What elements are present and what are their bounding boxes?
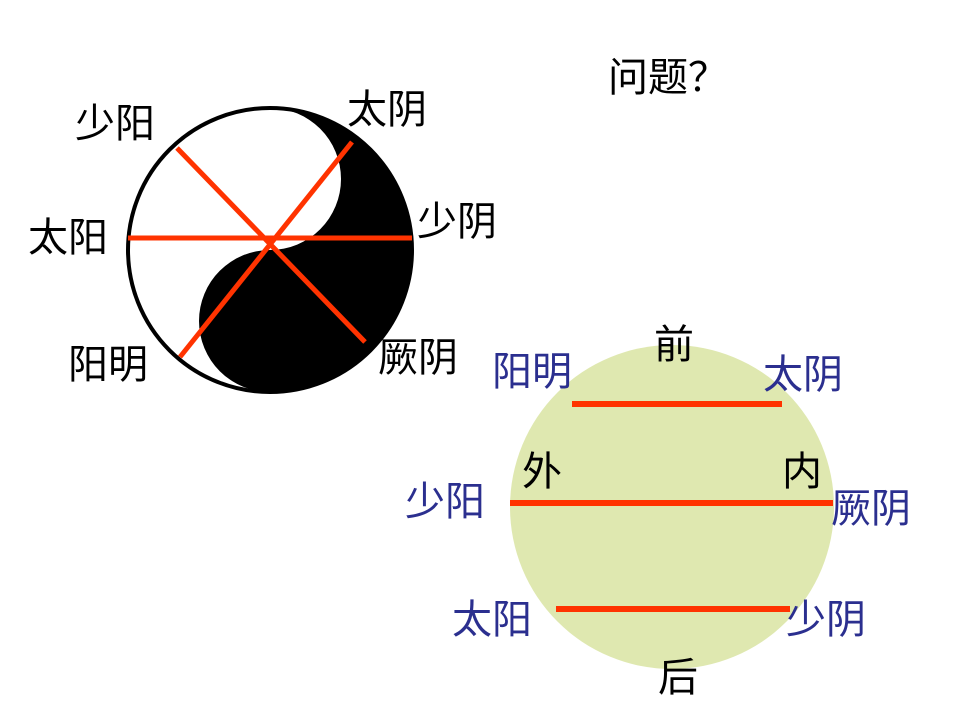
- page-title: 问题？: [608, 55, 728, 101]
- round-label-back: 后: [658, 655, 698, 701]
- round-label-taiyang: 太阳: [452, 597, 532, 643]
- round-label-inner: 内: [782, 449, 822, 495]
- round-label-shaoyang: 少阳: [405, 479, 485, 525]
- taiji-label-taiyin: 太阴: [347, 87, 427, 133]
- round-label-outer: 外: [522, 449, 562, 495]
- yin-eye: [263, 301, 297, 335]
- taiji-yin-half: [199, 108, 412, 392]
- taiji-label-jueyin: 厥阴: [378, 335, 458, 381]
- round-label-taiyin: 太阴: [763, 352, 843, 398]
- round-label-jueyin: 厥阴: [831, 486, 911, 532]
- taiji-label-yangming: 阳明: [68, 342, 148, 388]
- taiji-label-shaoyang: 少阳: [75, 101, 155, 147]
- round-body: [510, 345, 834, 669]
- taiji-label-shaoyin: 少阴: [417, 199, 497, 245]
- round-label-shaoyin: 少阴: [786, 597, 866, 643]
- taiji-label-taiyang: 太阳: [28, 215, 108, 261]
- yang-eye: [242, 172, 268, 198]
- taiji-line-diagonal-up: [178, 140, 354, 359]
- round-label-yangming: 阳明: [492, 349, 572, 395]
- round-label-front: 前: [654, 322, 694, 368]
